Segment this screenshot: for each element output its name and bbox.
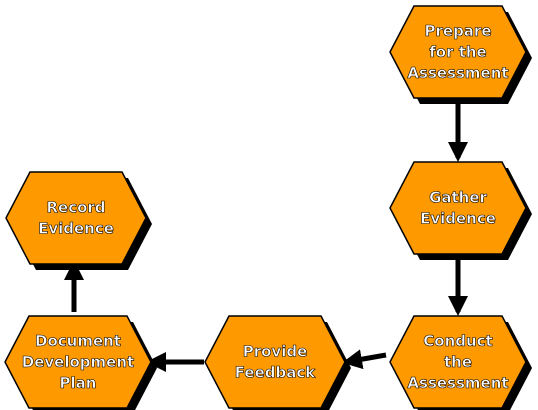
- node-label-line: Document: [35, 332, 121, 350]
- hexagon-shape: [204, 315, 346, 409]
- node-label-line: Assessment: [407, 64, 508, 82]
- node-label-line: Development: [22, 353, 134, 371]
- arrow-conduct-to-feedback: [342, 349, 387, 370]
- hexagon-shape: [4, 315, 152, 409]
- node-label-line: Plan: [60, 374, 97, 392]
- hexagon-shape: [389, 161, 527, 255]
- node-label-line: Evidence: [420, 210, 496, 228]
- node-label-line: Provide: [243, 343, 308, 361]
- hexagon-shape: [5, 171, 147, 265]
- node-label-line: Record: [46, 199, 105, 217]
- edges-layer: [64, 98, 468, 372]
- node-label-line: Assessment: [407, 374, 508, 392]
- node-label-line: Feedback: [235, 364, 316, 382]
- node-label-line: for the: [429, 43, 486, 61]
- hexagon-shape: [389, 315, 527, 409]
- node-label-line: Conduct: [423, 332, 492, 350]
- node-label-line: Gather: [429, 189, 487, 207]
- hexagon-shape: [389, 5, 527, 99]
- node-label-line: Evidence: [38, 220, 114, 238]
- node-label-line: Prepare: [425, 22, 492, 40]
- node-label-line: the: [444, 353, 472, 371]
